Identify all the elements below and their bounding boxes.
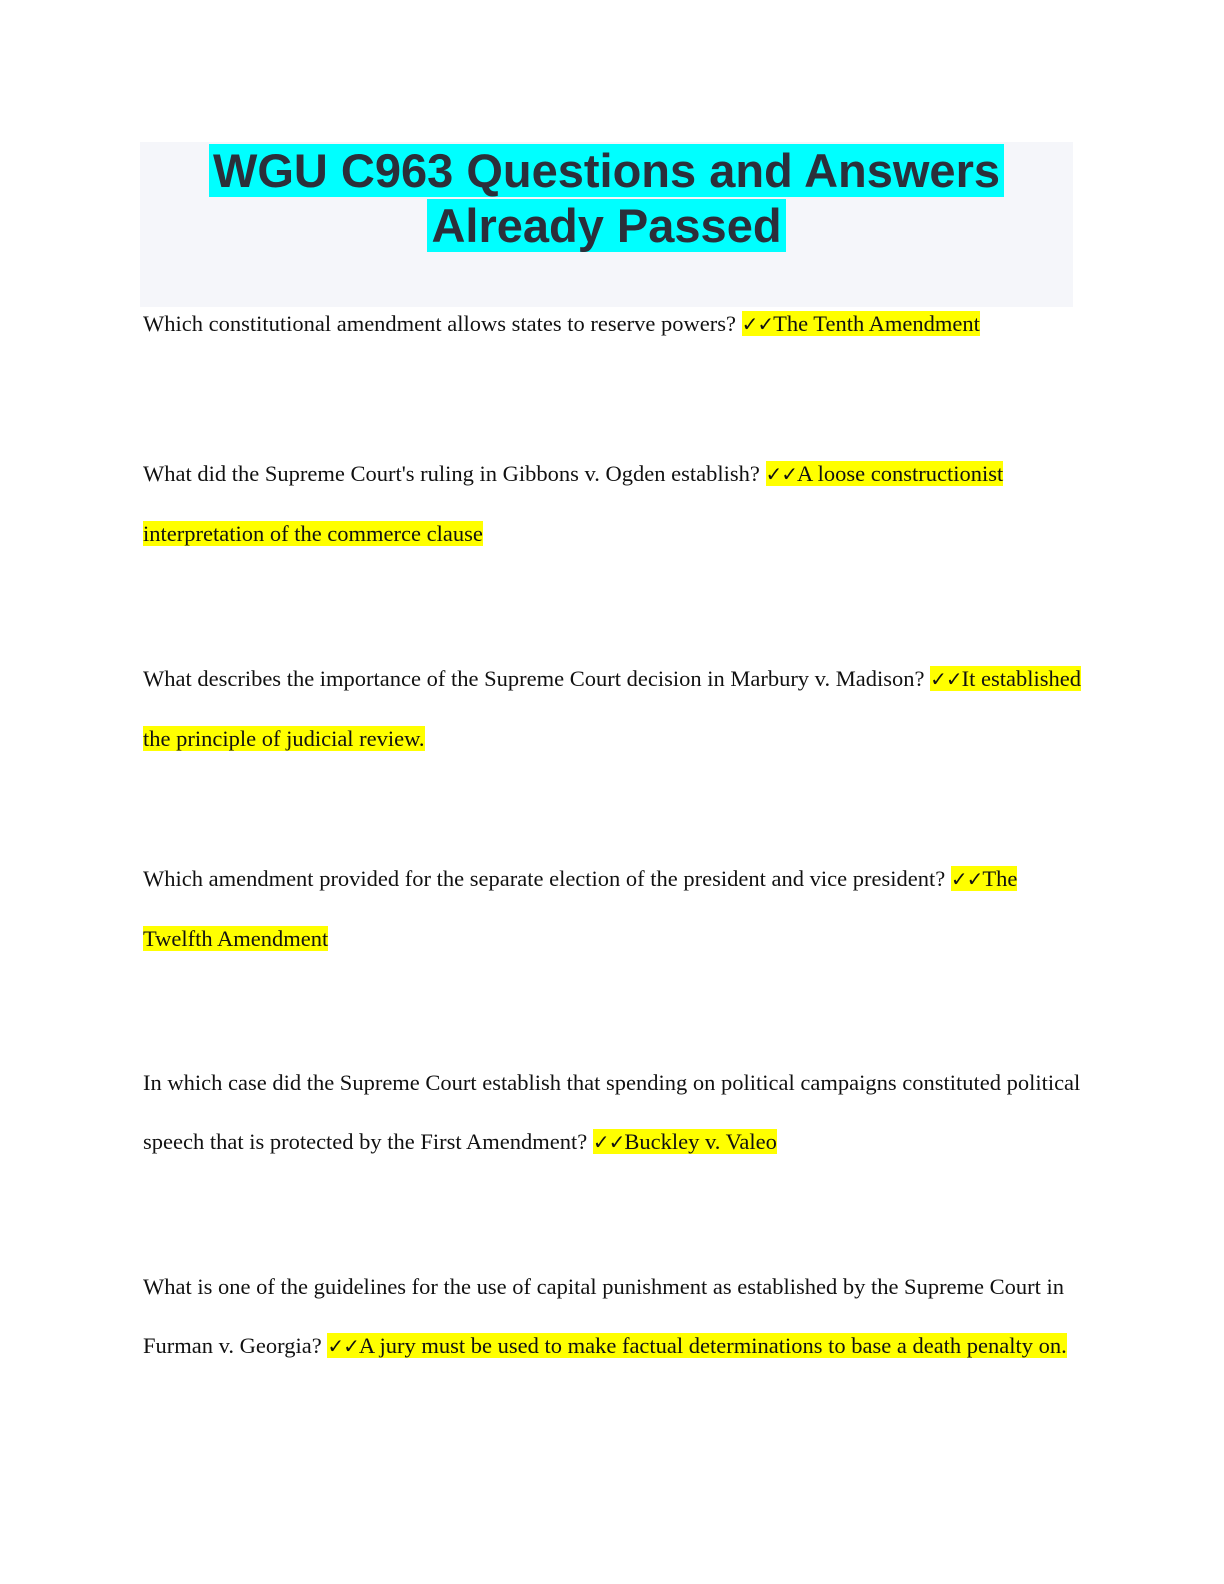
answer-text: It established the principle of judicial… [143, 666, 1081, 751]
title-banner: WGU C963 Questions and Answers Already P… [140, 142, 1073, 307]
qa-item-4: Which amendment provided for the separat… [143, 849, 1083, 968]
answer-text: The Twelfth Amendment [143, 866, 1018, 951]
qa-item-3: What describes the importance of the Sup… [143, 649, 1083, 768]
answer-text: A jury must be used to make factual dete… [358, 1333, 1067, 1358]
answer-text: The Tenth Amendment [773, 311, 980, 336]
answer-text: A loose constructionist interpretation o… [143, 461, 1004, 546]
question-text: Which amendment provided for the separat… [143, 866, 946, 891]
answer-highlight: ✓✓Buckley v. Valeo [592, 1129, 777, 1154]
qa-item-6: What is one of the guidelines for the us… [143, 1257, 1083, 1376]
double-check-icon: ✓✓ [592, 1130, 626, 1154]
question-text: In which case did the Supreme Court esta… [143, 1070, 1081, 1154]
document-title-text: WGU C963 Questions and Answers Already P… [209, 144, 1004, 252]
double-check-icon: ✓✓ [765, 462, 799, 486]
double-check-icon: ✓✓ [327, 1334, 360, 1358]
answer-highlight: ✓✓A jury must be used to make factual de… [327, 1333, 1067, 1358]
answer-text: Buckley v. Valeo [624, 1129, 777, 1154]
qa-item-1: Which constitutional amendment allows st… [143, 294, 1083, 354]
document-title: WGU C963 Questions and Answers Already P… [140, 142, 1073, 253]
qa-item-5: In which case did the Supreme Court esta… [143, 1053, 1083, 1172]
question-text: What describes the importance of the Sup… [143, 666, 925, 691]
question-text: What is one of the guidelines for the us… [143, 1274, 1065, 1358]
question-text: Which constitutional amendment allows st… [143, 311, 736, 336]
question-text: What did the Supreme Court's ruling in G… [143, 461, 760, 486]
double-check-icon: ✓✓ [950, 867, 984, 891]
answer-highlight: ✓✓The Tenth Amendment [741, 311, 980, 336]
double-check-icon: ✓✓ [930, 667, 963, 691]
double-check-icon: ✓✓ [741, 312, 775, 336]
qa-item-2: What did the Supreme Court's ruling in G… [143, 444, 1083, 563]
